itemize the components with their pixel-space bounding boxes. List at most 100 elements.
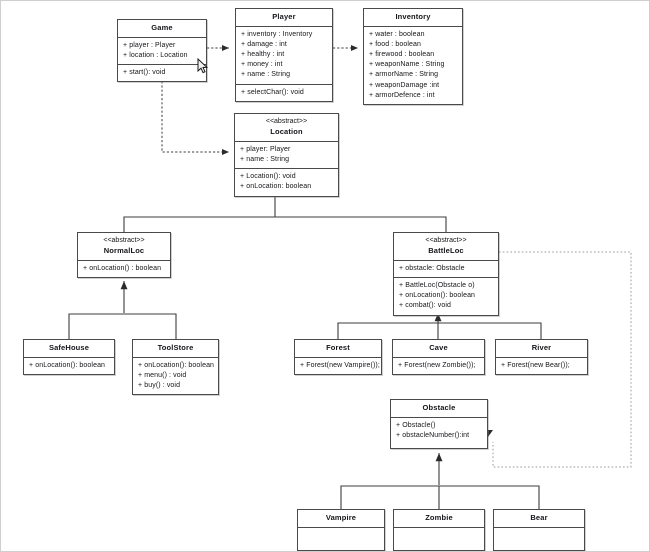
method-row: + buy() : void [138,382,181,390]
attribute-row: + obstacle: Obstacle [399,265,465,273]
method-row: + start(): void [123,69,166,77]
class-header-obstacle: Obstacle [391,400,487,418]
relation-battleloc-subclasses [337,313,542,339]
method-row: + Obstacle() [396,421,436,429]
class-name-bear: Bear [530,513,548,522]
class-stereotype-normalloc: <<abstract>> [103,237,145,244]
method-row: + onLocation(): boolean [29,361,106,369]
class-header-toolstore: ToolStore [133,340,218,358]
attribute-row: + player: Player [240,146,291,154]
attribute-compartment-player: + inventory : Inventory + damage : int + h… [236,27,332,85]
method-compartment-location: + Location(): void+ onLocation: boolean [235,169,338,195]
class-header-location: <<abstract>> Location [235,114,338,143]
method-compartment-battleloc: + BattleLoc(Obstacle o) + onLocation(): b… [394,278,498,314]
class-box-location[interactable]: <<abstract>> Location + player: Player + na… [234,113,339,197]
class-name-safehouse: SafeHouse [48,343,90,352]
method-compartment-obstacle: + Obstacle() + obstacleNumber():int [391,418,487,444]
class-box-normalloc[interactable]: <<abstract>> NormalLoc + onLocation() : bo… [77,232,171,279]
class-header-zombie: Zombie [394,510,484,528]
method-compartment-normalloc: + onLocation() : boolean [78,261,170,277]
class-name-game: Game [151,23,173,32]
method-compartment-game: + start(): void [118,65,206,81]
attribute-row: + armorDefence : int [369,91,435,99]
class-box-battleloc[interactable]: <<abstract>> BattleLoc + obstacle: Obstacl… [393,232,499,316]
method-compartment-toolstore: + onLocation(): boolean+ menu() : void+ … [133,358,218,394]
attribute-row: + healthy : int [241,51,285,59]
attribute-row: + name : String [240,156,290,164]
method-row: + onLocation(): boolean [399,292,476,300]
class-box-player[interactable]: Player + inventory : Inventory + damage : … [235,8,333,102]
class-header-player: Player [236,9,332,27]
attribute-row: + weaponDamage :int [369,81,440,89]
attribute-row: + damage : int [241,41,287,49]
attribute-row: + location : Location [123,52,188,60]
attribute-row: + water : boolean [369,30,425,38]
class-box-river[interactable]: River+ Forest(new Bear()); [495,339,588,376]
attribute-row: + firewood : boolean [369,51,435,59]
class-box-toolstore[interactable]: ToolStore + onLocation(): boolean+ menu()… [132,339,219,396]
relation-obstacle-subclasses [340,453,540,509]
class-header-cave: Cave [393,340,484,358]
mouse-cursor [197,57,208,74]
method-compartment-cave: + Forest(new Zombie()); [393,358,484,374]
class-header-river: River [496,340,587,358]
method-compartment-safehouse: + onLocation(): boolean [24,358,114,374]
method-row: + Forest(new Vampire()); [300,361,380,369]
attribute-row: + inventory : Inventory [241,30,313,38]
class-header-safehouse: SafeHouse [24,340,114,358]
class-header-inventory: Inventory [364,9,462,27]
class-box-forest[interactable]: Forest + Forest(new Vampire()); [294,339,382,376]
class-header-vampire: Vampire [298,510,384,528]
attribute-compartment-battleloc: + obstacle: Obstacle [394,261,498,279]
class-stereotype-location: <<abstract>> [265,118,308,125]
method-row: + onLocation(): boolean [138,361,215,369]
body-compartment-vampire [298,528,384,550]
class-name-toolstore: ToolStore [157,343,194,352]
class-box-zombie[interactable]: Zombie [393,509,485,551]
relation-game-location [161,77,229,155]
class-box-vampire[interactable]: Vampire [297,509,385,551]
class-name-normalloc: NormalLoc [103,246,145,256]
class-header-battleloc: <<abstract>> BattleLoc [394,233,498,262]
class-box-obstacle[interactable]: Obstacle + Obstacle() + obstacleNumber():i… [390,399,488,449]
method-row: + BattleLoc(Obstacle o) [399,282,475,290]
class-box-inventory[interactable]: Inventory + water : boolean + food : boole… [363,8,463,105]
class-name-vampire: Vampire [325,513,357,522]
attribute-row: + food : boolean [369,41,422,49]
class-box-bear[interactable]: Bear [493,509,585,551]
class-name-battleloc: BattleLoc [428,246,464,256]
class-header-bear: Bear [494,510,584,528]
method-row: + selectChar(): void [241,88,304,96]
attribute-row: + money : int [241,61,283,69]
method-compartment-player: + selectChar(): void [236,85,332,101]
attribute-compartment-inventory: + water : boolean + food : boolean + firew… [364,27,462,104]
class-name-forest: Forest [326,343,350,352]
class-name-cave: Cave [429,343,448,352]
method-row: + obstacleNumber():int [396,432,470,440]
class-stereotype-battleloc: <<abstract>> [425,237,467,244]
attribute-row: + armorName : String [369,71,439,79]
method-compartment-river: + Forest(new Bear()); [496,358,587,374]
class-box-safehouse[interactable]: SafeHouse + onLocation(): boolean [23,339,115,376]
attribute-row: + player : Player [123,41,176,49]
class-name-location: Location [270,127,303,137]
method-compartment-forest: + Forest(new Vampire()); [295,358,381,374]
method-row: + combat(): void [399,302,451,310]
class-box-game[interactable]: Game + player : Player + location : Locati… [117,19,207,83]
class-name-inventory: Inventory [395,12,431,21]
class-header-forest: Forest [295,340,381,358]
method-row: + Forest(new Zombie()); [398,361,476,369]
class-name-obstacle: Obstacle [422,403,456,412]
attribute-row: + name : String [241,71,291,79]
attribute-compartment-location: + player: Player + name : String [235,142,338,170]
relation-normalloc-subclasses [68,281,177,339]
body-compartment-zombie [394,528,484,550]
attribute-row: + weaponName : String [369,61,445,69]
class-header-normalloc: <<abstract>> NormalLoc [78,233,170,262]
method-row: + Location(): void [240,173,296,181]
class-box-cave[interactable]: Cave + Forest(new Zombie()); [392,339,485,376]
method-row: + onLocation() : boolean [83,265,162,273]
attribute-compartment-game: + player : Player + location : Location [118,38,206,66]
body-compartment-bear [494,528,584,550]
